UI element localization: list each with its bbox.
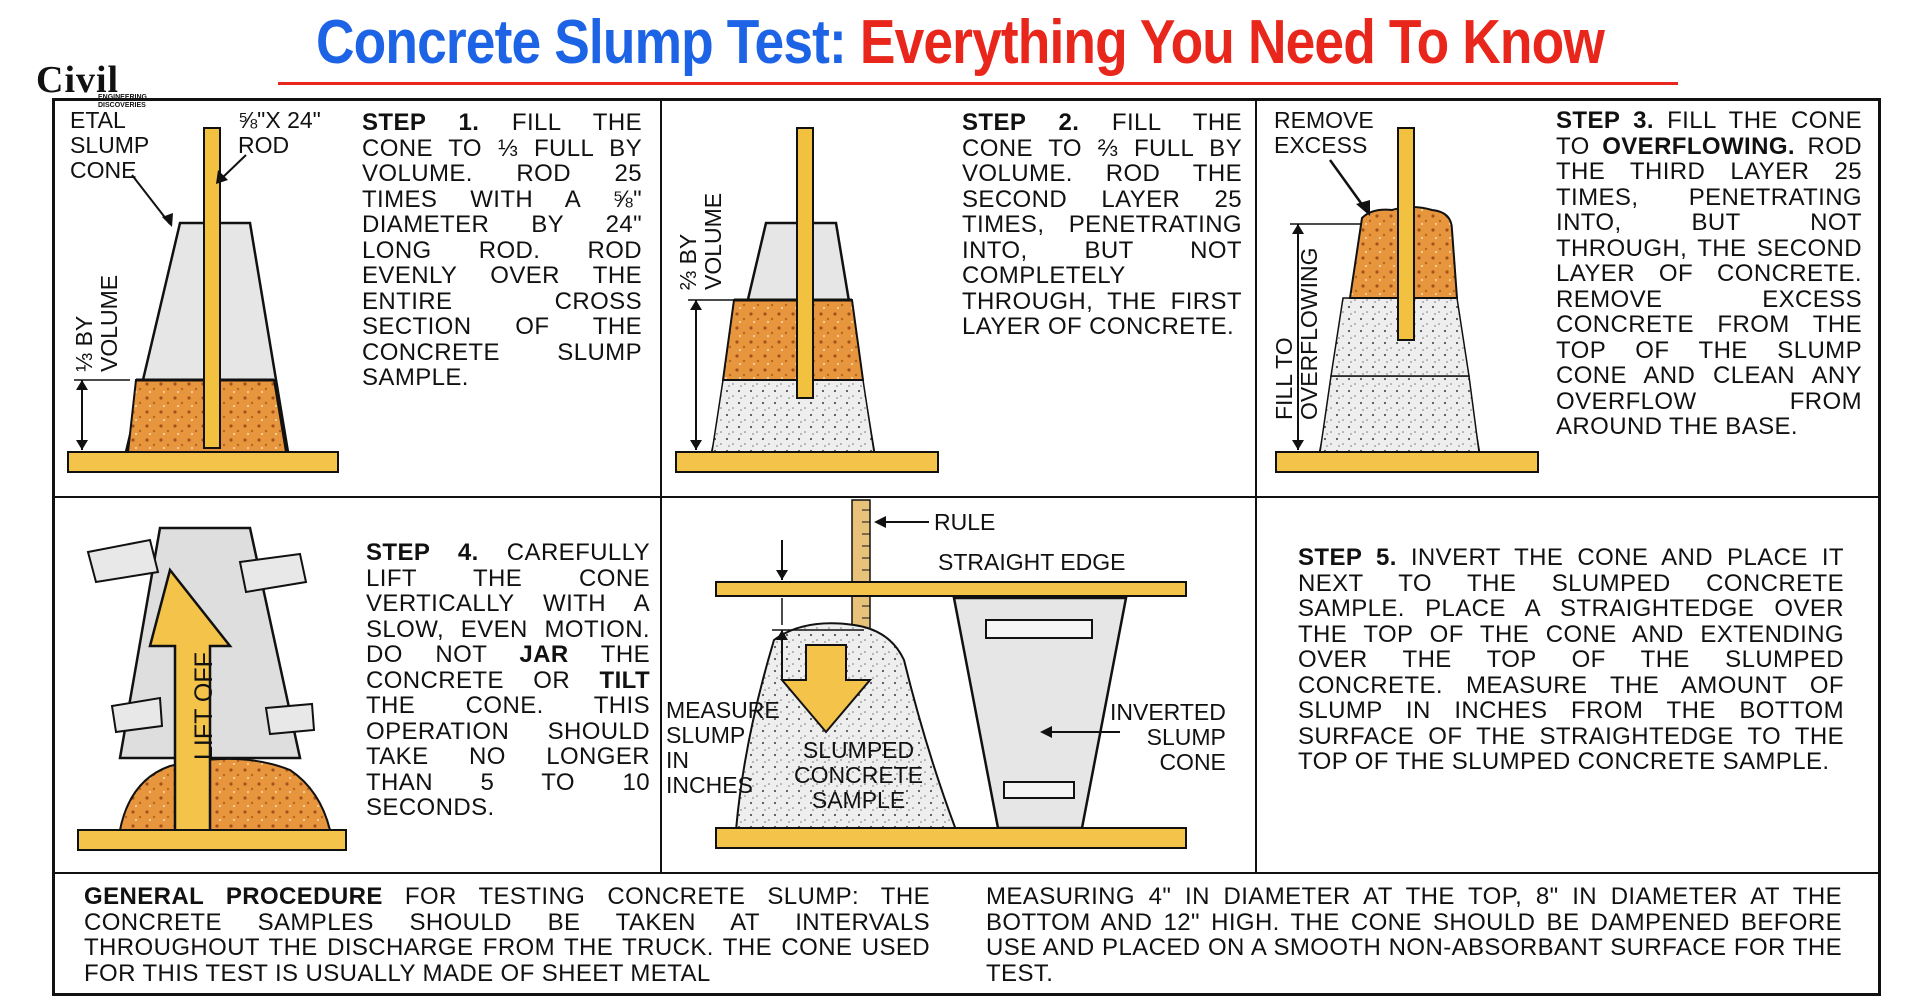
step5-base-plate (715, 827, 1187, 849)
step1-text: STEP 1. FILL THE CONE TO ⅓ FULL BY VOLUM… (362, 110, 642, 391)
step3-bold-a: OVERFLOWING. (1602, 132, 1795, 160)
step3-body-a: FILL THE CONE TO (1556, 107, 1862, 160)
step4-handle-left (86, 538, 160, 584)
slumped-concrete-sample (734, 622, 958, 831)
step1-body: FILL THE CONE TO ⅓ FULL BY VOLUME. ROD 2… (362, 109, 642, 391)
step4-heading: STEP 4. (366, 539, 479, 566)
inverted-cone-handle-top (985, 619, 1093, 639)
step3-base-plate (1275, 451, 1539, 473)
rule-label: RULE (934, 509, 996, 535)
step5-heading: STEP 5. (1298, 544, 1397, 571)
row-divider-2 (52, 872, 1881, 874)
step4-handle-bottom-left (110, 696, 164, 734)
step2-figure (675, 127, 939, 473)
step3-text: STEP 3. FILL THE CONE TO OVERFLOWING. RO… (1556, 108, 1862, 440)
step4-concrete-mound (118, 757, 332, 831)
step1-figure (67, 127, 339, 473)
step3-body-b: ROD THE THIRD LAYER 25 TIMES, PENETRATIN… (1556, 132, 1862, 440)
logo-sub-1: ENGINEERING (98, 94, 148, 101)
step2-heading: STEP 2. (962, 109, 1080, 136)
logo-sub-2: DISCOVERIES (98, 102, 146, 109)
step2-second-layer (721, 299, 865, 381)
title-part-1: Concrete Slump Test: (316, 8, 847, 77)
step5-body: INVERT THE CONE AND PLACE IT NEXT TO THE… (1298, 544, 1844, 775)
step1-heading: STEP 1. (362, 109, 480, 136)
inverted-cone-label: INVERTED SLUMP CONE (1110, 699, 1226, 775)
step1-volume-label: ⅓ BY VOLUME (71, 274, 122, 372)
step4-handle-right (238, 552, 308, 594)
measure-slump-label: MEASURE SLUMP IN INCHES (666, 697, 780, 798)
inverted-cone-handle-bottom (1003, 781, 1075, 799)
step5-figure (715, 499, 1187, 849)
col-divider-1 (660, 98, 662, 872)
title-underline (278, 82, 1678, 85)
general-heading: GENERAL PROCEDURE (84, 883, 383, 910)
step4-lift-label: LIFT OFF (190, 652, 218, 760)
step4-figure (77, 526, 347, 851)
step2-body: FILL THE CONE TO ⅔ FULL BY VOLUME. ROD T… (962, 109, 1242, 340)
step1-rod (203, 127, 221, 449)
step2-rod (796, 127, 814, 399)
page-title: Concrete Slump Test: Everything You Need… (134, 4, 1785, 82)
general-procedure-right: MEASURING 4" IN DIAMETER AT THE TOP, 8" … (986, 883, 1842, 987)
straight-edge (715, 581, 1187, 597)
step2-bottom-layer (711, 379, 875, 453)
slumped-concrete-label: SLUMPED CONCRETE SAMPLE (794, 737, 924, 813)
step1-rod-label: ⅝"X 24" ROD (238, 107, 321, 158)
step5-text: STEP 5. INVERT THE CONE AND PLACE IT NEX… (1298, 545, 1844, 775)
step3-bottom-layer (1319, 375, 1480, 453)
step3-rod (1397, 127, 1415, 341)
step2-text: STEP 2. FILL THE CONE TO ⅔ FULL BY VOLUM… (962, 110, 1242, 340)
step2-volume-label: ⅔ BY VOLUME (675, 192, 726, 290)
step3-heading: STEP 3. (1556, 107, 1654, 134)
diagram-frame (52, 98, 1881, 996)
logo-text: Civil (36, 59, 120, 101)
step4-text: STEP 4. CAREFULLY LIFT THE CONE VERTICAL… (366, 540, 650, 821)
step1-base-plate (67, 451, 339, 473)
step3-remove-label: REMOVE EXCESS (1274, 107, 1374, 158)
step4-base-plate (77, 829, 347, 851)
row-divider-1 (52, 496, 1881, 498)
step4-bold-b: TILT (599, 666, 650, 694)
step4-bold-a: JAR (519, 641, 569, 668)
straight-edge-label: STRAIGHT EDGE (938, 549, 1126, 575)
title-part-2: Everything You Need To Know (859, 8, 1605, 77)
col-divider-2 (1255, 98, 1257, 872)
general-body-left: FOR TESTING CONCRETE SLUMP: THE CONCRETE… (84, 883, 930, 987)
step4-body-c: THE CONE. THIS OPERATION SHOULD TAKE NO … (366, 692, 650, 821)
general-procedure-left: GENERAL PROCEDURE FOR TESTING CONCRETE S… (84, 884, 930, 986)
slump-down-arrow-icon (779, 644, 873, 734)
step3-fill-label: FILL TO OVERFLOWING (1271, 247, 1322, 420)
step4-body-a: CAREFULLY LIFT THE CONE VERTICALLY WITH … (366, 539, 650, 668)
step3-figure (1275, 127, 1539, 473)
step4-handle-bottom-right (264, 702, 316, 736)
step4-body-b: THE CONCRETE OR (366, 641, 650, 694)
step2-base-plate (675, 451, 939, 473)
step1-cone-label: ETAL SLUMP CONE (70, 107, 150, 183)
